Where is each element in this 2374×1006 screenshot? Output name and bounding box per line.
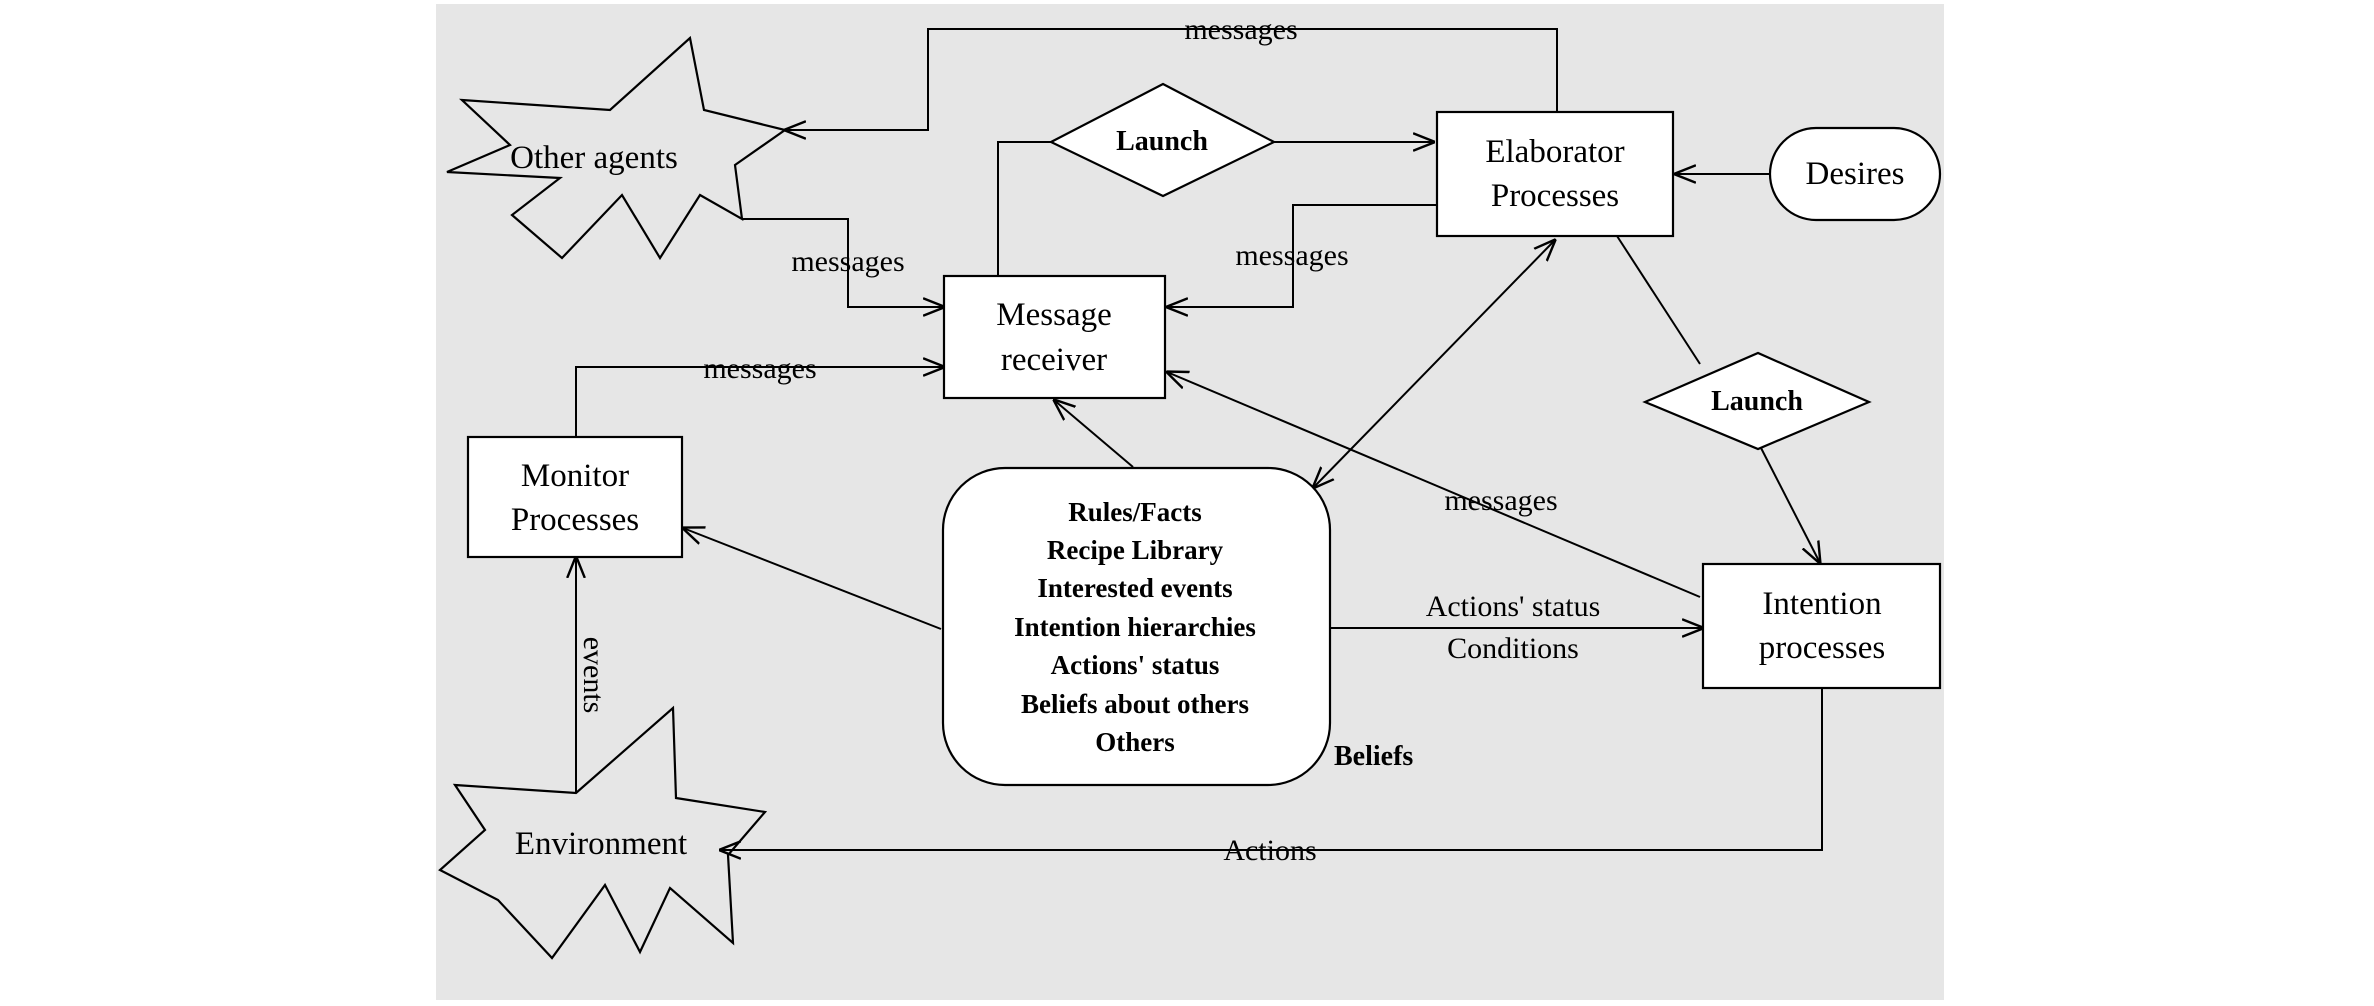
intention-processes-box: [1701, 562, 1942, 690]
elaborator-label-line1: Elaborator: [1485, 134, 1624, 170]
intention-label-line2: processes: [1759, 630, 1885, 666]
launch-right-label: Launch: [1711, 386, 1803, 417]
actions-label: Actions: [1223, 834, 1316, 867]
edge-intention-to-receiver: [1167, 372, 1701, 598]
edge-beliefs-to-monitor: [683, 528, 942, 630]
messages-from-agents-label: messages: [791, 245, 904, 278]
monitor-label-line2: Processes: [511, 502, 639, 538]
environment-star: [438, 705, 768, 960]
message-receiver-label-line2: receiver: [1001, 342, 1107, 378]
messages-from-monitor-label: messages: [703, 352, 816, 385]
other-agents-label: Other agents: [510, 140, 678, 176]
edge-elaborator-to-receiver: [1167, 204, 1437, 307]
actions-status-label-line1: Actions' status: [1426, 590, 1601, 623]
actions-status-label-line2: Conditions: [1447, 632, 1579, 665]
messages-from-intention-label: messages: [1444, 484, 1557, 517]
edge-monitor-to-receiver: [575, 367, 944, 436]
intention-label-line1: Intention: [1762, 586, 1881, 622]
messages-from-elaborator-label: messages: [1235, 239, 1348, 272]
beliefs-caption: Beliefs: [1334, 741, 1413, 772]
monitor-processes-box: [466, 435, 684, 559]
edge-elaborator-to-launch: [1616, 235, 1701, 365]
desires-oval: [1768, 126, 1942, 222]
beliefs-box: [941, 466, 1332, 787]
beliefs-item: Intention hierarchies: [1014, 612, 1256, 642]
beliefs-item: Others: [1095, 727, 1174, 757]
beliefs-item: Actions' status: [1051, 650, 1220, 680]
monitor-label-line1: Monitor: [521, 458, 629, 494]
edge-elaborator-to-other-agents: [785, 28, 1558, 130]
events-label: events: [577, 637, 610, 714]
edge-other-agents-to-receiver: [742, 218, 944, 307]
elaborator-processes-box: [1435, 110, 1675, 238]
edge-launch-to-intention: [1759, 445, 1820, 563]
edge-beliefs-to-receiver: [1054, 400, 1134, 468]
message-receiver-box: [942, 274, 1167, 400]
desires-label: Desires: [1806, 156, 1905, 192]
edge-intention-to-environment: [720, 688, 1823, 850]
edge-elaborator-beliefs-bidirectional: [1313, 240, 1555, 488]
launch-top-diamond: [1048, 82, 1277, 198]
messages-top-label: messages: [1184, 13, 1297, 46]
beliefs-item: Recipe Library: [1047, 535, 1224, 565]
beliefs-item: Rules/Facts: [1068, 497, 1201, 527]
launch-top-label: Launch: [1116, 126, 1208, 157]
elaborator-label-line2: Processes: [1491, 178, 1619, 214]
launch-right-diamond: [1642, 351, 1872, 451]
beliefs-item: Beliefs about others: [1021, 689, 1249, 719]
other-agents-star: [446, 35, 788, 261]
environment-label: Environment: [515, 826, 687, 862]
edge-receiver-to-launch: [997, 141, 1051, 276]
message-receiver-label-line1: Message: [996, 297, 1111, 333]
beliefs-item: Interested events: [1037, 573, 1232, 603]
